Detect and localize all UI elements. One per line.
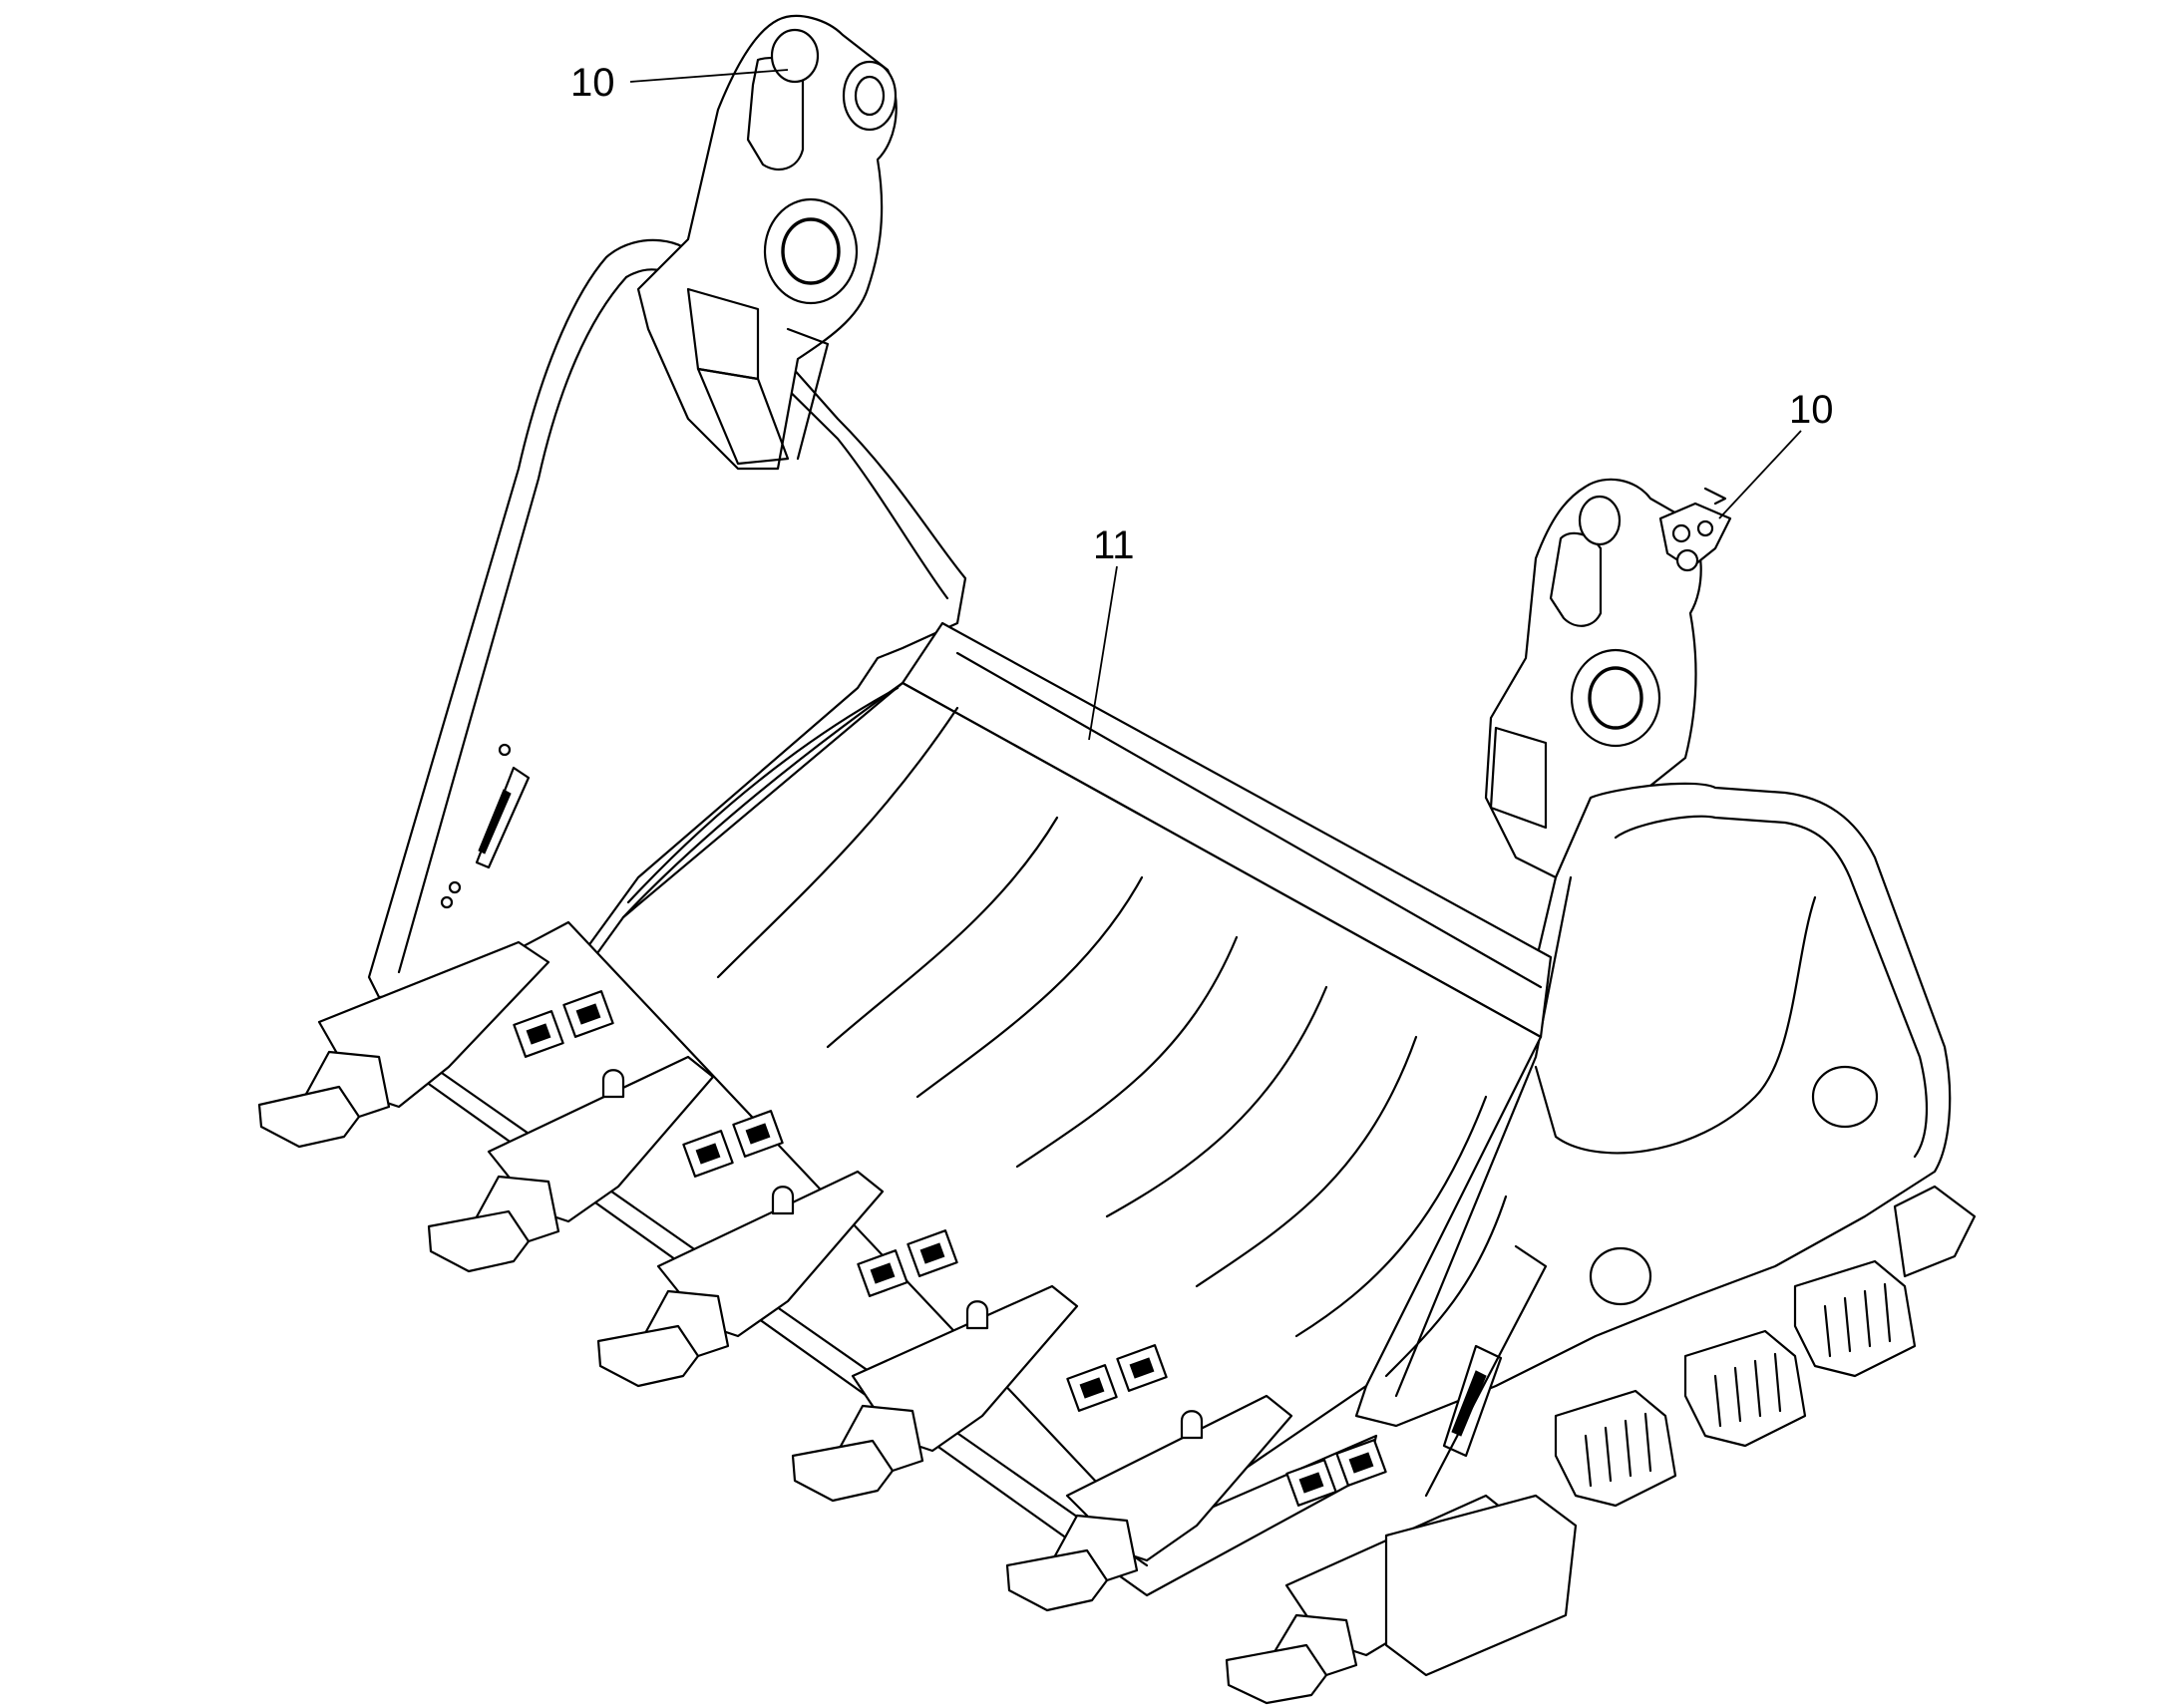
clamp-3 (857, 1229, 958, 1297)
tooth-3 (596, 1170, 885, 1388)
callout-left-pin: 10 (570, 61, 789, 105)
callout-right-pin: 10 (1718, 388, 1834, 519)
clamp-4 (1066, 1344, 1168, 1412)
right-side-plate (1354, 782, 1952, 1498)
tooth-1 (257, 940, 550, 1149)
bucket-floor (556, 681, 1543, 1537)
shroud-2 (1683, 1329, 1807, 1448)
clamp-2 (682, 1110, 784, 1178)
teeth-row (257, 940, 1578, 1705)
left-hinge-boss (636, 15, 898, 471)
shroud-4 (1893, 1185, 1977, 1278)
tooth-clamps (513, 990, 1387, 1507)
tooth-5 (1005, 1394, 1293, 1612)
clamp-1 (513, 990, 614, 1058)
right-hinge-boss (1484, 478, 1732, 879)
clamp-5 (1285, 1439, 1387, 1507)
callout-frame: 11 (1088, 523, 1135, 741)
shroud-3 (1793, 1259, 1917, 1378)
corner-adapter (1384, 1494, 1578, 1677)
callout-label: 11 (1093, 523, 1135, 567)
callout-label: 10 (1789, 388, 1834, 432)
tooth-2 (427, 1055, 715, 1273)
side-wear-shrouds (1554, 1185, 1977, 1508)
callout-label: 10 (570, 61, 615, 105)
tooth-4 (791, 1284, 1079, 1503)
shroud-1 (1554, 1389, 1677, 1508)
